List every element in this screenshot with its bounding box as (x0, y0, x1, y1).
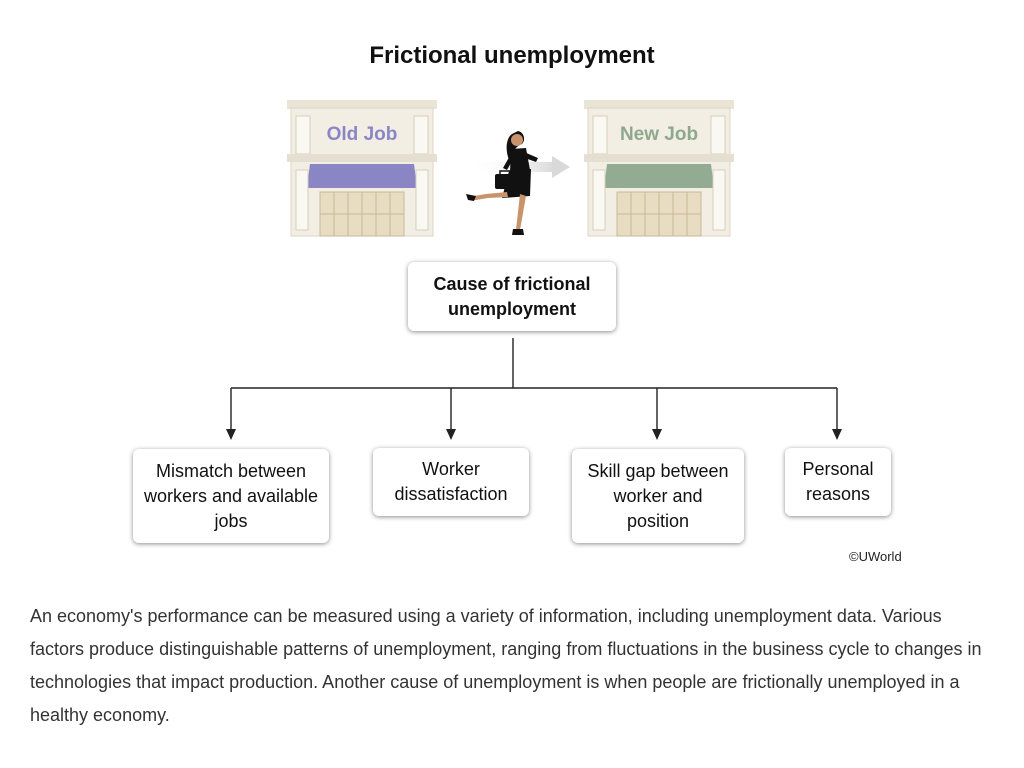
cause-box-personal: Personal reasons (785, 448, 891, 516)
copyright-notice: ©UWorld (849, 549, 902, 564)
connector-arrowheads (226, 429, 842, 440)
old-job-awning (307, 164, 417, 188)
cause-box-skill-gap: Skill gap between worker and position (572, 449, 744, 543)
new-job-label: New Job (620, 124, 698, 145)
explanation-paragraph: An economy's performance can be measured… (30, 606, 982, 725)
cause-box-mismatch: Mismatch between workers and available j… (133, 449, 329, 543)
connector-lines (230, 338, 838, 431)
cause-label: Personal reasons (802, 459, 874, 504)
new-job-awning (604, 164, 714, 188)
root-cause-box: Cause of frictional unemployment (408, 262, 616, 331)
diagram-title: Frictional unemployment (369, 42, 655, 69)
cause-label: Skill gap between worker and position (587, 460, 729, 531)
cause-label: Worker dissatisfaction (394, 459, 508, 504)
new-job-building: New Job (584, 100, 734, 237)
root-cause-label: Cause of frictional unemployment (433, 273, 591, 319)
cause-box-dissatisfaction: Worker dissatisfaction (373, 448, 529, 516)
cause-label: Mismatch between workers and available j… (143, 460, 319, 531)
old-job-label: Old Job (327, 124, 398, 145)
running-woman-icon (466, 131, 538, 235)
old-job-building: Old Job (287, 100, 437, 237)
